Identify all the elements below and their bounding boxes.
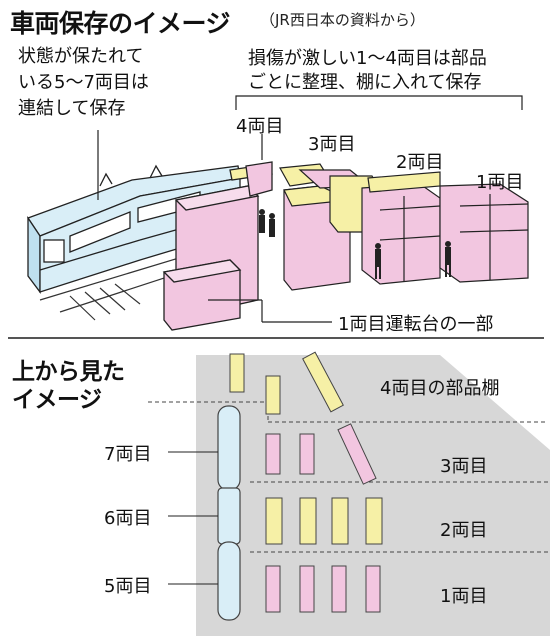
label-car4: 4両目 <box>236 116 284 137</box>
page-title: 車両保存のイメージ <box>10 9 231 38</box>
top-view-train <box>217 405 241 621</box>
dashed-separators <box>148 401 548 553</box>
leader-lines-top <box>97 95 523 323</box>
source-note: （JR西日本の資料から） <box>260 11 425 29</box>
cab-piece <box>162 259 242 331</box>
right-note-line-1: 損傷が激しい1〜4両目は部品 <box>248 48 487 69</box>
top-shelves-car4 <box>229 351 344 415</box>
label-shelf-car1: 1両目 <box>440 586 488 607</box>
top-shelves-car1 <box>265 565 381 613</box>
right-note-line-2: ごとに整理、棚に入れて保存 <box>248 72 482 93</box>
label-shelf-car3: 3両目 <box>440 456 488 477</box>
top-view-title-line-1: 上から見た <box>12 359 125 385</box>
top-view-title-line-2: イメージ <box>12 387 102 413</box>
label-car2: 2両目 <box>396 152 444 173</box>
label-car6: 6両目 <box>104 508 152 529</box>
top-shelves-car3 <box>265 423 377 485</box>
top-view-background <box>196 355 550 636</box>
label-car7: 7両目 <box>104 444 152 465</box>
leader-lines-kept <box>168 451 218 585</box>
label-car3: 3両目 <box>308 134 356 155</box>
label-car5: 5両目 <box>104 576 152 597</box>
left-note-line-2: いる5〜7両目は <box>18 72 149 93</box>
left-note-line-3: 連結して保存 <box>18 98 126 119</box>
label-shelf-car2: 2両目 <box>440 520 488 541</box>
top-shelves-car2 <box>265 497 383 545</box>
label-car1: 1両目 <box>476 172 524 193</box>
label-cab-piece: 1両目運転台の一部 <box>338 314 494 335</box>
workers <box>259 209 451 279</box>
shelves-car1 <box>367 171 529 283</box>
label-shelf-car4: 4両目の部品棚 <box>380 378 500 399</box>
left-note-line-1: 状態が保たれて <box>18 46 144 67</box>
